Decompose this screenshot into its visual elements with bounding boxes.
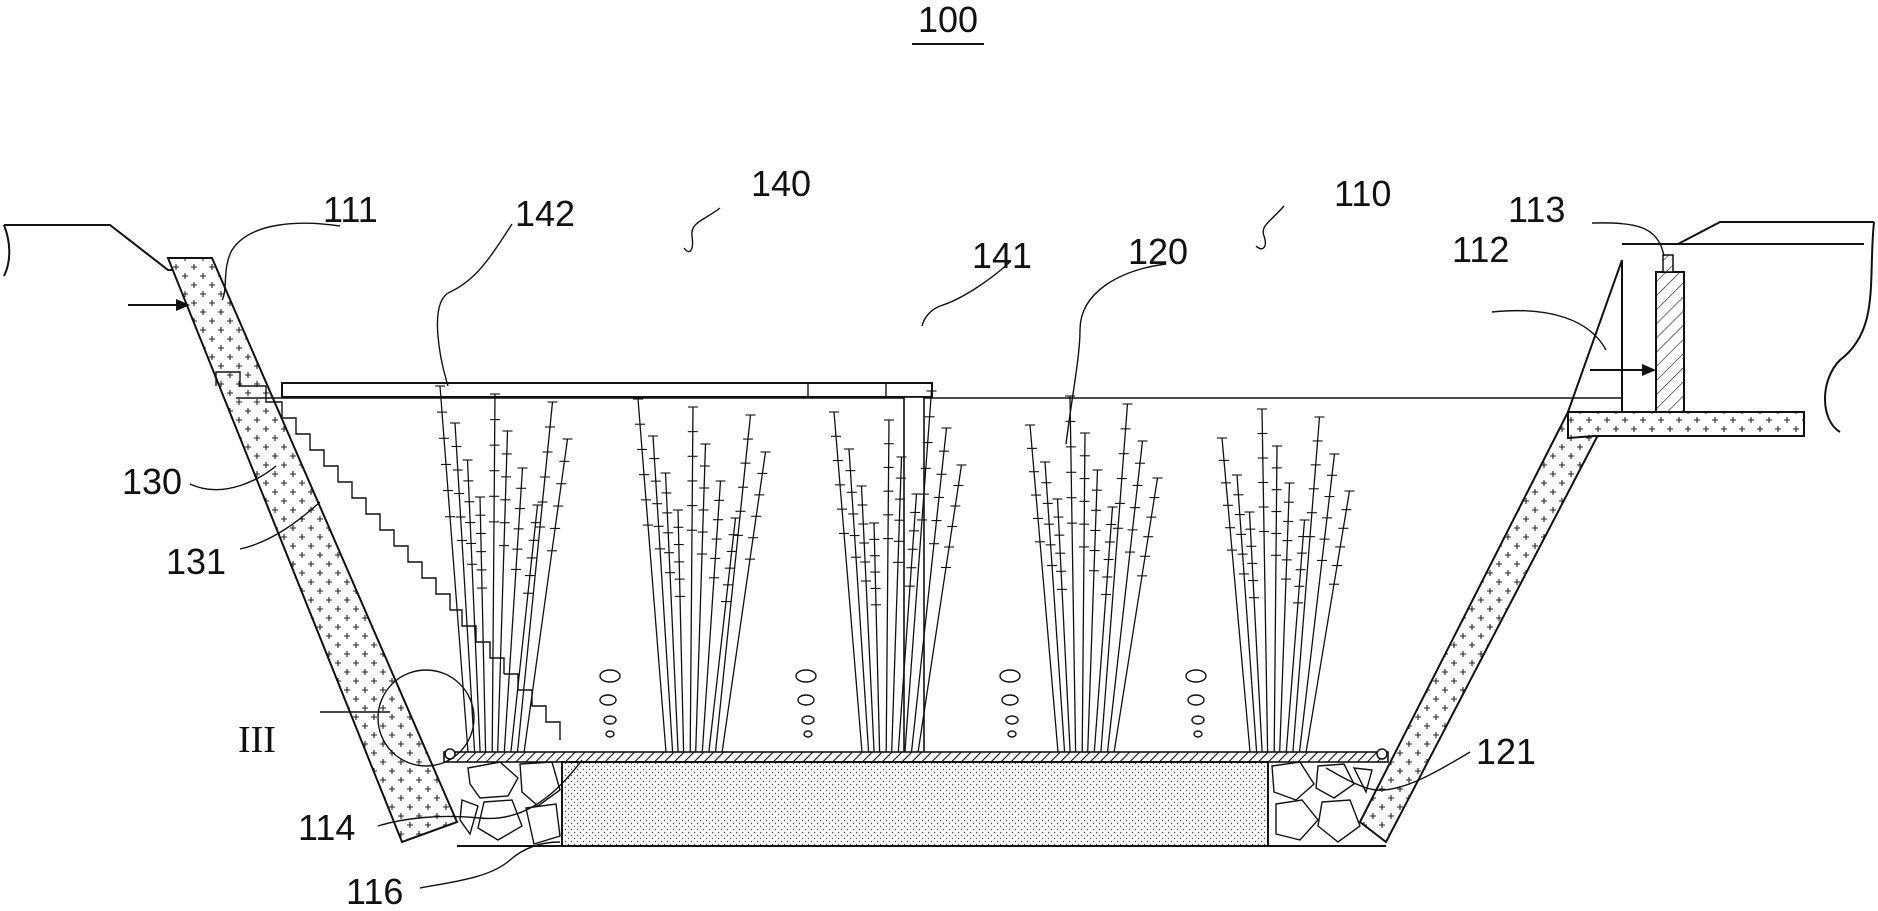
label-114: 114 — [298, 807, 355, 848]
reed-stem — [695, 443, 707, 753]
reed-stem — [677, 509, 685, 753]
reed-stem — [885, 419, 890, 753]
reed-stem — [1221, 437, 1251, 753]
reed-stem — [491, 393, 496, 753]
reed-stem — [1285, 519, 1306, 753]
reed-stem — [910, 427, 948, 753]
figure-number: 100 — [918, 0, 978, 40]
reed-stem — [510, 504, 539, 753]
reed-stem — [516, 401, 554, 753]
reed-stem — [1087, 469, 1099, 753]
right-gravel — [1271, 761, 1373, 843]
reed-stem — [897, 493, 918, 753]
support-post — [903, 396, 925, 758]
reed-stem — [1044, 461, 1066, 753]
reed-stem — [904, 390, 933, 753]
reed-stem — [917, 464, 963, 753]
label-140: 140 — [751, 163, 811, 204]
reed-stem — [1069, 395, 1077, 753]
right-step-slab — [1567, 411, 1805, 440]
floating-platform — [281, 382, 933, 398]
label-130: 130 — [122, 461, 182, 502]
outlet-weir — [1655, 271, 1685, 413]
reed-stem — [1305, 490, 1351, 753]
label-142: 142 — [515, 193, 575, 234]
reed-stem — [1106, 440, 1144, 753]
reed-stem — [454, 422, 476, 753]
reed-stem — [833, 411, 863, 753]
reed-stem — [1093, 506, 1114, 753]
bottom-plate — [443, 751, 1389, 763]
reed-stem — [664, 472, 679, 753]
reed-stem — [1248, 511, 1263, 753]
label-III: III — [238, 719, 276, 761]
plate-end-right — [1376, 748, 1388, 760]
reed-stem — [479, 496, 487, 753]
reed-stem — [652, 435, 674, 753]
reed-stem — [523, 438, 569, 753]
reed-stem — [714, 414, 752, 753]
leader-lines — [189, 205, 1665, 889]
weir-cap — [1662, 254, 1674, 273]
reed-stem — [1081, 432, 1086, 753]
label-110: 110 — [1334, 173, 1391, 214]
reed-stem — [1100, 403, 1129, 753]
reed-stem — [1056, 498, 1071, 753]
right-ground — [1622, 221, 1875, 433]
reed-stem — [466, 459, 481, 753]
reed-stem — [1029, 424, 1059, 753]
label-131: 131 — [166, 541, 226, 582]
label-111: 111 — [323, 189, 378, 230]
reed-stem — [1113, 477, 1159, 753]
stepped-slope-plates — [215, 371, 561, 740]
reed-stem — [701, 480, 722, 753]
air-bubbles — [599, 669, 1207, 738]
detail-circle — [377, 669, 475, 767]
reed-stem — [1273, 445, 1278, 753]
reed-stem — [1261, 408, 1269, 753]
outlet-arrow — [1590, 364, 1656, 376]
reed-stem — [1236, 474, 1258, 753]
reed-stem — [1279, 482, 1291, 753]
reed-stem — [637, 398, 667, 753]
inlet-arrow — [128, 299, 190, 311]
reed-stem — [848, 448, 870, 753]
left-gravel — [459, 761, 561, 845]
reed-stem — [497, 430, 509, 753]
reed-stem — [439, 385, 469, 753]
reed-stem — [1298, 453, 1336, 753]
sand-layer — [561, 761, 1269, 847]
label-112: 112 — [1452, 229, 1509, 270]
reed-stem — [708, 517, 737, 753]
reed-stem — [503, 467, 524, 753]
reed-stem — [689, 406, 694, 753]
right-embankment — [1358, 411, 1612, 844]
left-ground — [3, 224, 182, 277]
reed-plants — [435, 385, 1355, 753]
label-116: 116 — [346, 871, 403, 911]
reed-stem — [891, 456, 903, 753]
left-embankment — [166, 257, 459, 844]
label-121: 121 — [1476, 731, 1536, 772]
reed-stem — [721, 451, 767, 753]
reed-stem — [1292, 416, 1321, 753]
label-141: 141 — [972, 235, 1032, 276]
reed-stem — [873, 522, 881, 753]
label-113: 113 — [1508, 189, 1565, 230]
label-120: 120 — [1128, 231, 1188, 272]
reed-stem — [860, 485, 875, 753]
